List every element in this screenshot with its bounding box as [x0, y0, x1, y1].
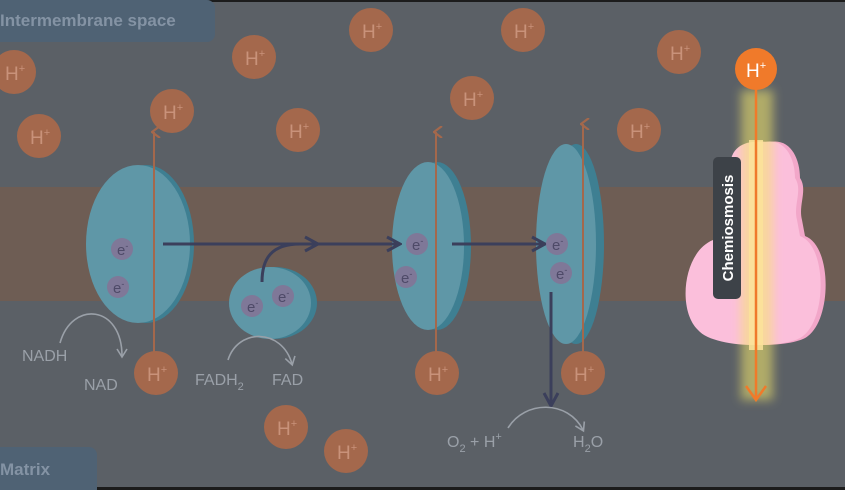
svg-text:e-: e- — [556, 265, 567, 283]
proton: H+ — [150, 89, 194, 133]
proton: H+ — [561, 351, 605, 395]
chemiosmosis-tag: Chemiosmosis — [713, 157, 741, 299]
proton: H+ — [349, 8, 393, 52]
proton-active: H+ — [735, 48, 777, 90]
svg-text:H+: H+ — [362, 21, 382, 43]
proton: H+ — [617, 108, 661, 152]
svg-text:e-: e- — [278, 288, 289, 306]
svg-text:H+: H+ — [147, 364, 167, 386]
electron: e- — [111, 238, 133, 260]
electron: e- — [272, 285, 294, 307]
svg-text:H+: H+ — [277, 418, 297, 440]
chemiosmosis-arrowhead — [744, 385, 768, 403]
svg-text:H+: H+ — [670, 43, 690, 65]
proton: H+ — [232, 35, 276, 79]
oxygen-label: O2 + H+ — [447, 431, 502, 455]
svg-text:H+: H+ — [289, 121, 309, 143]
matrix-tag: Matrix — [0, 447, 97, 490]
electron: e- — [241, 295, 263, 317]
intermembrane-space-label: Intermembrane space — [0, 11, 176, 30]
top-border — [0, 0, 845, 2]
svg-text:H+: H+ — [337, 442, 357, 464]
svg-text:e-: e- — [401, 269, 412, 287]
proton: H+ — [324, 429, 368, 473]
svg-text:H+: H+ — [463, 89, 483, 111]
proton: H+ — [0, 50, 36, 94]
svg-text:e-: e- — [117, 241, 128, 259]
proton: H+ — [264, 405, 308, 449]
svg-text:H+: H+ — [30, 127, 50, 149]
svg-text:e-: e- — [552, 236, 563, 254]
oxygen-to-water-arrow — [507, 406, 586, 433]
svg-text:H+: H+ — [630, 121, 650, 143]
svg-text:H+: H+ — [245, 48, 265, 70]
proton: H+ — [17, 114, 61, 158]
bottom-border — [0, 487, 845, 490]
svg-text:H+: H+ — [428, 364, 448, 386]
electron-flow-arrow-2 — [260, 244, 318, 283]
proton: H+ — [657, 30, 701, 74]
electron: e- — [406, 233, 428, 255]
svg-text:e-: e- — [113, 279, 124, 297]
svg-text:e-: e- — [412, 236, 423, 254]
svg-text:H+: H+ — [163, 102, 183, 124]
electron: e- — [546, 233, 568, 255]
fadh2-to-fad-arrow — [227, 335, 296, 367]
electron: e- — [550, 262, 572, 284]
proton: H+ — [134, 351, 178, 395]
proton: H+ — [450, 76, 494, 120]
nadh-label: NADH — [22, 348, 67, 365]
nad-label: NAD — [84, 377, 118, 394]
svg-text:e-: e- — [247, 298, 258, 316]
fadh2-label: FADH2 — [195, 372, 244, 393]
svg-text:H+: H+ — [5, 63, 25, 85]
proton: H+ — [276, 108, 320, 152]
proton: H+ — [501, 8, 545, 52]
intermembrane-space-tag: Intermembrane space — [0, 0, 215, 42]
electron: e- — [107, 276, 129, 298]
nadh-to-nad-arrow — [59, 313, 128, 359]
complex-3 — [392, 162, 471, 330]
proton: H+ — [415, 351, 459, 395]
matrix-label: Matrix — [0, 460, 51, 479]
svg-text:H+: H+ — [746, 60, 766, 82]
water-label: H2O — [573, 434, 603, 455]
svg-text:H+: H+ — [514, 21, 534, 43]
fad-label: FAD — [272, 372, 303, 389]
chemiosmosis-label: Chemiosmosis — [720, 175, 737, 282]
electron: e- — [395, 266, 417, 288]
svg-text:H+: H+ — [574, 364, 594, 386]
